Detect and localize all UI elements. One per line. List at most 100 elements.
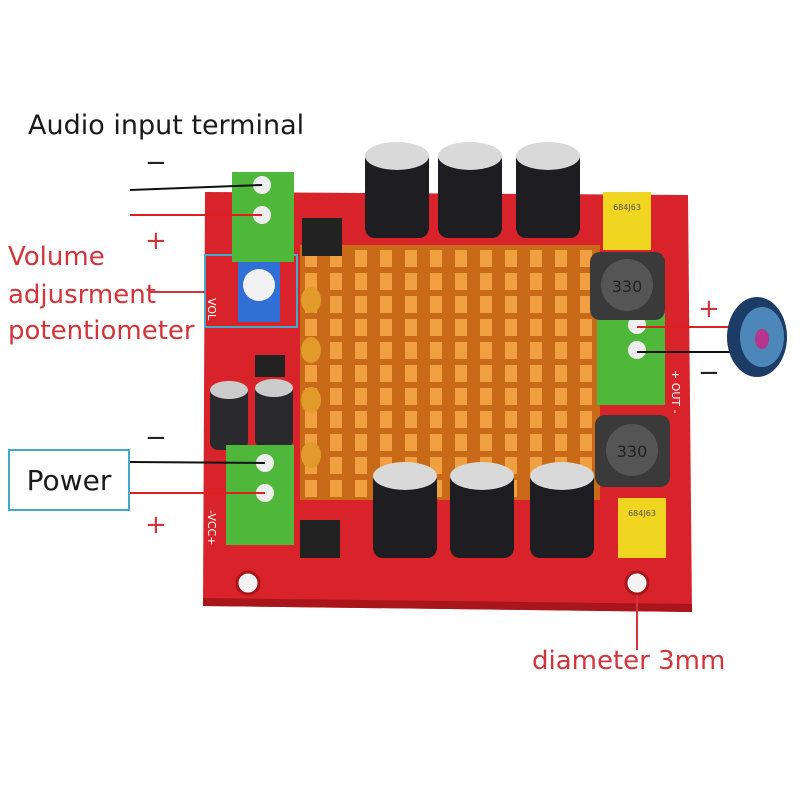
- heatsink-fin: [355, 434, 367, 451]
- heatsink-fin: [580, 319, 592, 336]
- heatsink-fin: [355, 273, 367, 290]
- heatsink-fin: [505, 250, 517, 267]
- heatsink-fin: [330, 319, 342, 336]
- heatsink-fin: [580, 273, 592, 290]
- mount-hole-right: [624, 570, 650, 596]
- heatsink-fin: [530, 250, 542, 267]
- diode-d3: [302, 218, 342, 256]
- speaker-plus-sign: +: [698, 294, 720, 324]
- heatsink: [300, 245, 600, 500]
- inductor-top-label: 330: [612, 277, 643, 296]
- heatsink-fin: [330, 457, 342, 474]
- heatsink-fin: [330, 480, 342, 497]
- electrolytic-capacitor: [365, 148, 429, 238]
- heatsink-fin: [505, 434, 517, 451]
- heatsink-fin: [330, 411, 342, 428]
- capacitors-top: [365, 142, 580, 238]
- heatsink-fin: [305, 365, 317, 382]
- heatsink-fin: [555, 388, 567, 405]
- heatsink-fin: [580, 296, 592, 313]
- heatsink-fin: [455, 273, 467, 290]
- heatsink-fin: [380, 342, 392, 359]
- inductor-top: 330: [590, 252, 665, 320]
- heatsink-fin: [580, 250, 592, 267]
- audio-minus-sign: −: [145, 148, 167, 178]
- heatsink-fin: [555, 296, 567, 313]
- heatsink-fin: [405, 319, 417, 336]
- heatsink-fin: [530, 365, 542, 382]
- vol-marking: VOL: [205, 298, 218, 321]
- electrolytic-capacitor: [450, 468, 514, 558]
- heatsink-fin: [380, 296, 392, 313]
- heatsink-fin: [355, 250, 367, 267]
- diode-d2: [300, 520, 340, 558]
- heatsink-fin: [480, 296, 492, 313]
- heatsink-fin: [480, 388, 492, 405]
- heatsink-fin: [330, 388, 342, 405]
- heatsink-fin: [405, 388, 417, 405]
- heatsink-fin: [530, 296, 542, 313]
- heatsink-fin: [355, 296, 367, 313]
- heatsink-fin: [555, 250, 567, 267]
- heatsink-fin: [380, 273, 392, 290]
- heatsink-fin: [380, 434, 392, 451]
- heatsink-fin: [580, 411, 592, 428]
- volume-label-line3: potentiometer: [8, 316, 195, 346]
- audio-input-label: Audio input terminal: [28, 110, 305, 141]
- heatsink-fin: [530, 388, 542, 405]
- heatsink-fin: [555, 365, 567, 382]
- heatsink-fin: [405, 411, 417, 428]
- heatsink-fin: [455, 250, 467, 267]
- heatsink-fin: [330, 342, 342, 359]
- chip: [255, 355, 285, 377]
- heatsink-fin: [355, 411, 367, 428]
- heatsink-fin: [480, 319, 492, 336]
- power-minus-sign: −: [145, 423, 167, 453]
- diameter-label: diameter 3mm: [532, 646, 726, 676]
- heatsink-fin: [430, 434, 442, 451]
- heatsink-fin: [580, 434, 592, 451]
- out-marking: + OUT -: [669, 370, 682, 414]
- heatsink-fin: [555, 411, 567, 428]
- electrolytic-capacitor: [516, 148, 580, 238]
- heatsink-fin: [505, 342, 517, 359]
- heatsink-fin: [405, 434, 417, 451]
- heatsink-fin: [305, 480, 317, 497]
- heatsink-fin: [380, 319, 392, 336]
- heatsink-fin: [505, 411, 517, 428]
- heatsink-fin: [455, 365, 467, 382]
- heatsink-fin: [505, 319, 517, 336]
- heatsink-fin: [430, 411, 442, 428]
- heatsink-fin: [480, 273, 492, 290]
- heatsink-fin: [405, 296, 417, 313]
- heatsink-fin: [505, 365, 517, 382]
- inductor-bottom: 330: [595, 415, 670, 487]
- heatsink-fin: [455, 319, 467, 336]
- heatsink-fin: [355, 342, 367, 359]
- heatsink-fin: [555, 319, 567, 336]
- small-capacitors: [210, 379, 293, 450]
- heatsink-fin: [580, 342, 592, 359]
- heatsink-fin: [405, 273, 417, 290]
- heatsink-fin: [430, 273, 442, 290]
- heatsink-fin: [555, 434, 567, 451]
- heatsink-fin: [380, 365, 392, 382]
- heatsink-fin: [455, 388, 467, 405]
- film-cap-top: 684J63: [603, 192, 651, 250]
- heatsink-fin: [505, 296, 517, 313]
- heatsink-fin: [480, 365, 492, 382]
- heatsink-fin: [430, 250, 442, 267]
- heatsink-fin: [380, 411, 392, 428]
- heatsink-fin: [455, 434, 467, 451]
- speaker-icon: [727, 297, 787, 377]
- heatsink-fin: [405, 365, 417, 382]
- electrolytic-capacitor: [530, 468, 594, 558]
- speaker-output-terminal: [597, 310, 665, 405]
- heatsink-fin: [405, 250, 417, 267]
- heatsink-fin: [430, 365, 442, 382]
- heatsink-fin: [330, 365, 342, 382]
- film-cap-top-label: 684J63: [613, 203, 641, 212]
- heatsink-fin: [455, 411, 467, 428]
- film-cap-bottom: 684J63: [618, 498, 666, 558]
